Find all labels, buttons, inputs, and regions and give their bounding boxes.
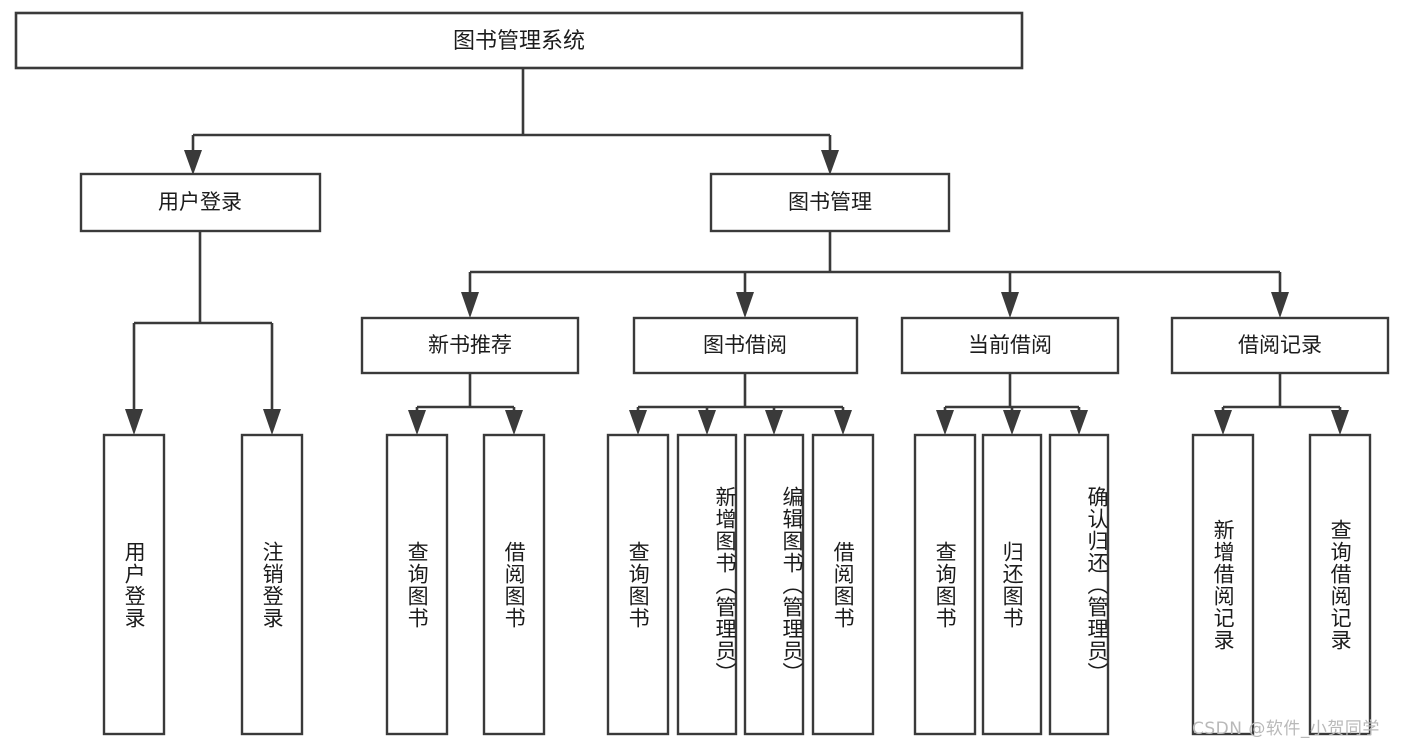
leaf-box-add-book[interactable] (676, 433, 738, 736)
arrow-head-leaf-query-book-3 (936, 410, 954, 435)
leaf-box-user-login[interactable] (102, 433, 166, 736)
arrow-head-leaf-logout (263, 409, 281, 435)
leaf-box-borrow-book-2[interactable] (811, 433, 875, 736)
node-current-borrow-label: 当前借阅 (968, 333, 1052, 357)
node-borrow-record-label: 借阅记录 (1238, 333, 1322, 357)
node-book-borrow-box[interactable] (632, 316, 859, 375)
node-root-system[interactable]: 图书管理系统 (14, 11, 1024, 70)
node-user-login-label: 用户登录 (158, 190, 242, 214)
arrow-head-leaf-borrow-book-1 (505, 410, 523, 435)
node-current-borrow-box[interactable] (900, 316, 1120, 375)
leaf-box-query-record[interactable] (1308, 433, 1372, 736)
leaf-box-add-record[interactable] (1191, 433, 1255, 736)
connector-layer (125, 68, 1349, 435)
arrow-head-leaf-query-record (1331, 410, 1349, 435)
node-new-book-recommend[interactable]: 新书推荐 (360, 316, 580, 375)
leaf-box-borrow-book-1[interactable] (482, 433, 546, 736)
leaf-box-layer (102, 433, 1372, 736)
node-current-borrow[interactable]: 当前借阅 (900, 316, 1120, 375)
arrow-head-new-book-rec (461, 292, 479, 318)
node-new-book-recommend-box[interactable] (360, 316, 580, 375)
node-borrow-record-box[interactable] (1170, 316, 1390, 375)
node-book-management-box[interactable] (709, 172, 951, 233)
leaf-box-edit-book[interactable] (743, 433, 805, 736)
arrow-head-user-login (184, 150, 202, 175)
arrow-head-leaf-query-book-2 (629, 410, 647, 435)
node-root-system-label: 图书管理系统 (453, 29, 585, 54)
node-user-login[interactable]: 用户登录 (79, 172, 322, 233)
node-new-book-recommend-label: 新书推荐 (428, 333, 512, 357)
arrow-head-book-borrow (736, 292, 754, 318)
leaf-box-return-book[interactable] (981, 433, 1043, 736)
node-book-management-label: 图书管理 (788, 190, 872, 214)
arrow-head-leaf-query-book-1 (408, 410, 426, 435)
arrow-head-leaf-confirm-return (1070, 410, 1088, 435)
arrow-head-leaf-user-login (125, 409, 143, 435)
leaf-box-logout[interactable] (240, 433, 304, 736)
node-book-borrow[interactable]: 图书借阅 (632, 316, 859, 375)
arrow-head-leaf-add-book (698, 410, 716, 435)
arrow-head-current-borrow (1001, 292, 1019, 318)
leaf-box-query-book-1[interactable] (385, 433, 449, 736)
leaf-box-query-book-2[interactable] (606, 433, 670, 736)
leaf-box-confirm-return[interactable] (1048, 433, 1110, 736)
arrow-head-book-mgmt (821, 150, 839, 175)
arrow-head-leaf-return-book (1003, 410, 1021, 435)
node-user-login-box[interactable] (79, 172, 322, 233)
node-root-system-box[interactable] (14, 11, 1024, 70)
node-book-borrow-label: 图书借阅 (703, 333, 787, 357)
node-borrow-record[interactable]: 借阅记录 (1170, 316, 1390, 375)
arrow-head-borrow-record (1271, 292, 1289, 318)
arrow-head-leaf-borrow-book-2 (834, 410, 852, 435)
arrow-head-leaf-edit-book (765, 410, 783, 435)
node-book-management[interactable]: 图书管理 (709, 172, 951, 233)
arrow-head-leaf-add-record (1214, 410, 1232, 435)
leaf-box-query-book-3[interactable] (913, 433, 977, 736)
csdn-watermark: CSDN @软件_小贺同学 (1192, 719, 1380, 739)
